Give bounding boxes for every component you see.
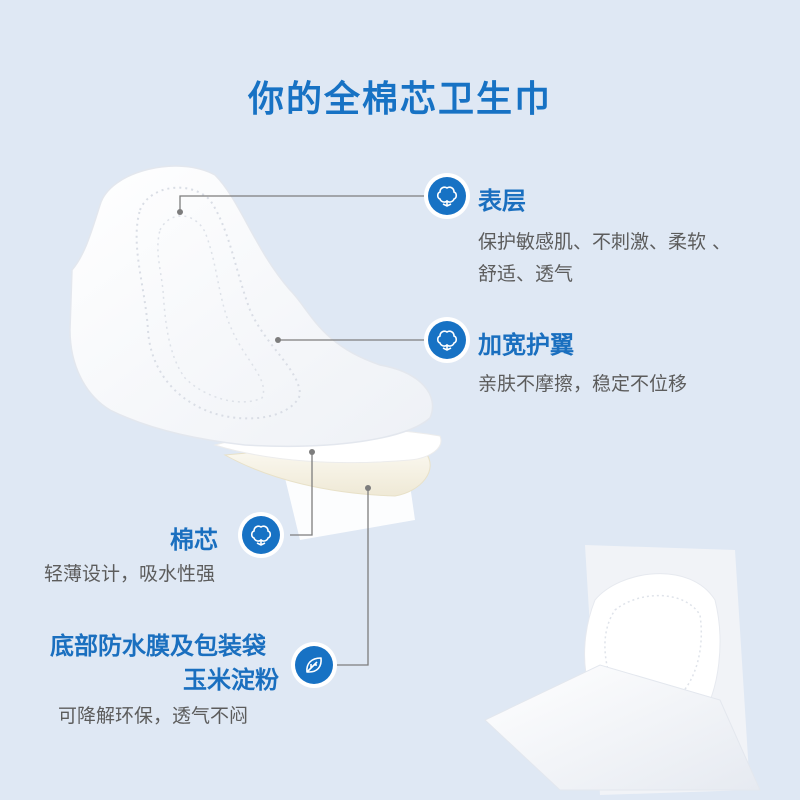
leader-dots bbox=[177, 209, 371, 491]
leader-line-top-sheet bbox=[179, 195, 428, 212]
feature-heading-core: 棉芯 bbox=[170, 526, 218, 554]
top-sheet bbox=[69, 165, 434, 447]
feature-heading-film-line2: 玉米淀粉 bbox=[183, 666, 279, 694]
page-title: 你的全棉芯卫生巾 bbox=[247, 79, 552, 120]
feature-desc-wings: 亲肤不摩擦，稳定不位移 bbox=[478, 368, 687, 400]
wrapper-front bbox=[484, 664, 761, 791]
feature-heading-film-line1: 底部防水膜及包装袋 bbox=[50, 632, 266, 660]
feature-desc-core: 轻薄设计，吸水性强 bbox=[44, 558, 215, 590]
cotton-flower-icon bbox=[428, 321, 466, 359]
feature-desc-line: 保护敏感肌、不刺激、柔软 、 bbox=[478, 231, 732, 253]
feature-desc-line: 亲肤不摩擦，稳定不位移 bbox=[478, 373, 688, 395]
pad-exploded-view bbox=[69, 165, 442, 540]
cotton-flower-icon bbox=[242, 516, 280, 554]
packaged-pad bbox=[484, 545, 761, 795]
feature-heading-wings: 加宽护翼 bbox=[478, 331, 574, 359]
feature-desc-top-sheet: 保护敏感肌、不刺激、柔软 、 舒适、透气 bbox=[478, 226, 731, 290]
leader-line-core bbox=[290, 452, 313, 536]
feature-desc-film: 可降解环保，透气不闷 bbox=[58, 700, 248, 732]
feature-desc-line: 轻薄设计，吸水性强 bbox=[44, 563, 216, 585]
feature-desc-line: 可降解环保，透气不闷 bbox=[58, 705, 249, 727]
feature-desc-line: 舒适、透气 bbox=[478, 263, 574, 285]
cotton-flower-icon bbox=[428, 177, 466, 215]
leaf-icon bbox=[295, 646, 333, 684]
feature-heading-top-sheet: 表层 bbox=[478, 187, 526, 215]
